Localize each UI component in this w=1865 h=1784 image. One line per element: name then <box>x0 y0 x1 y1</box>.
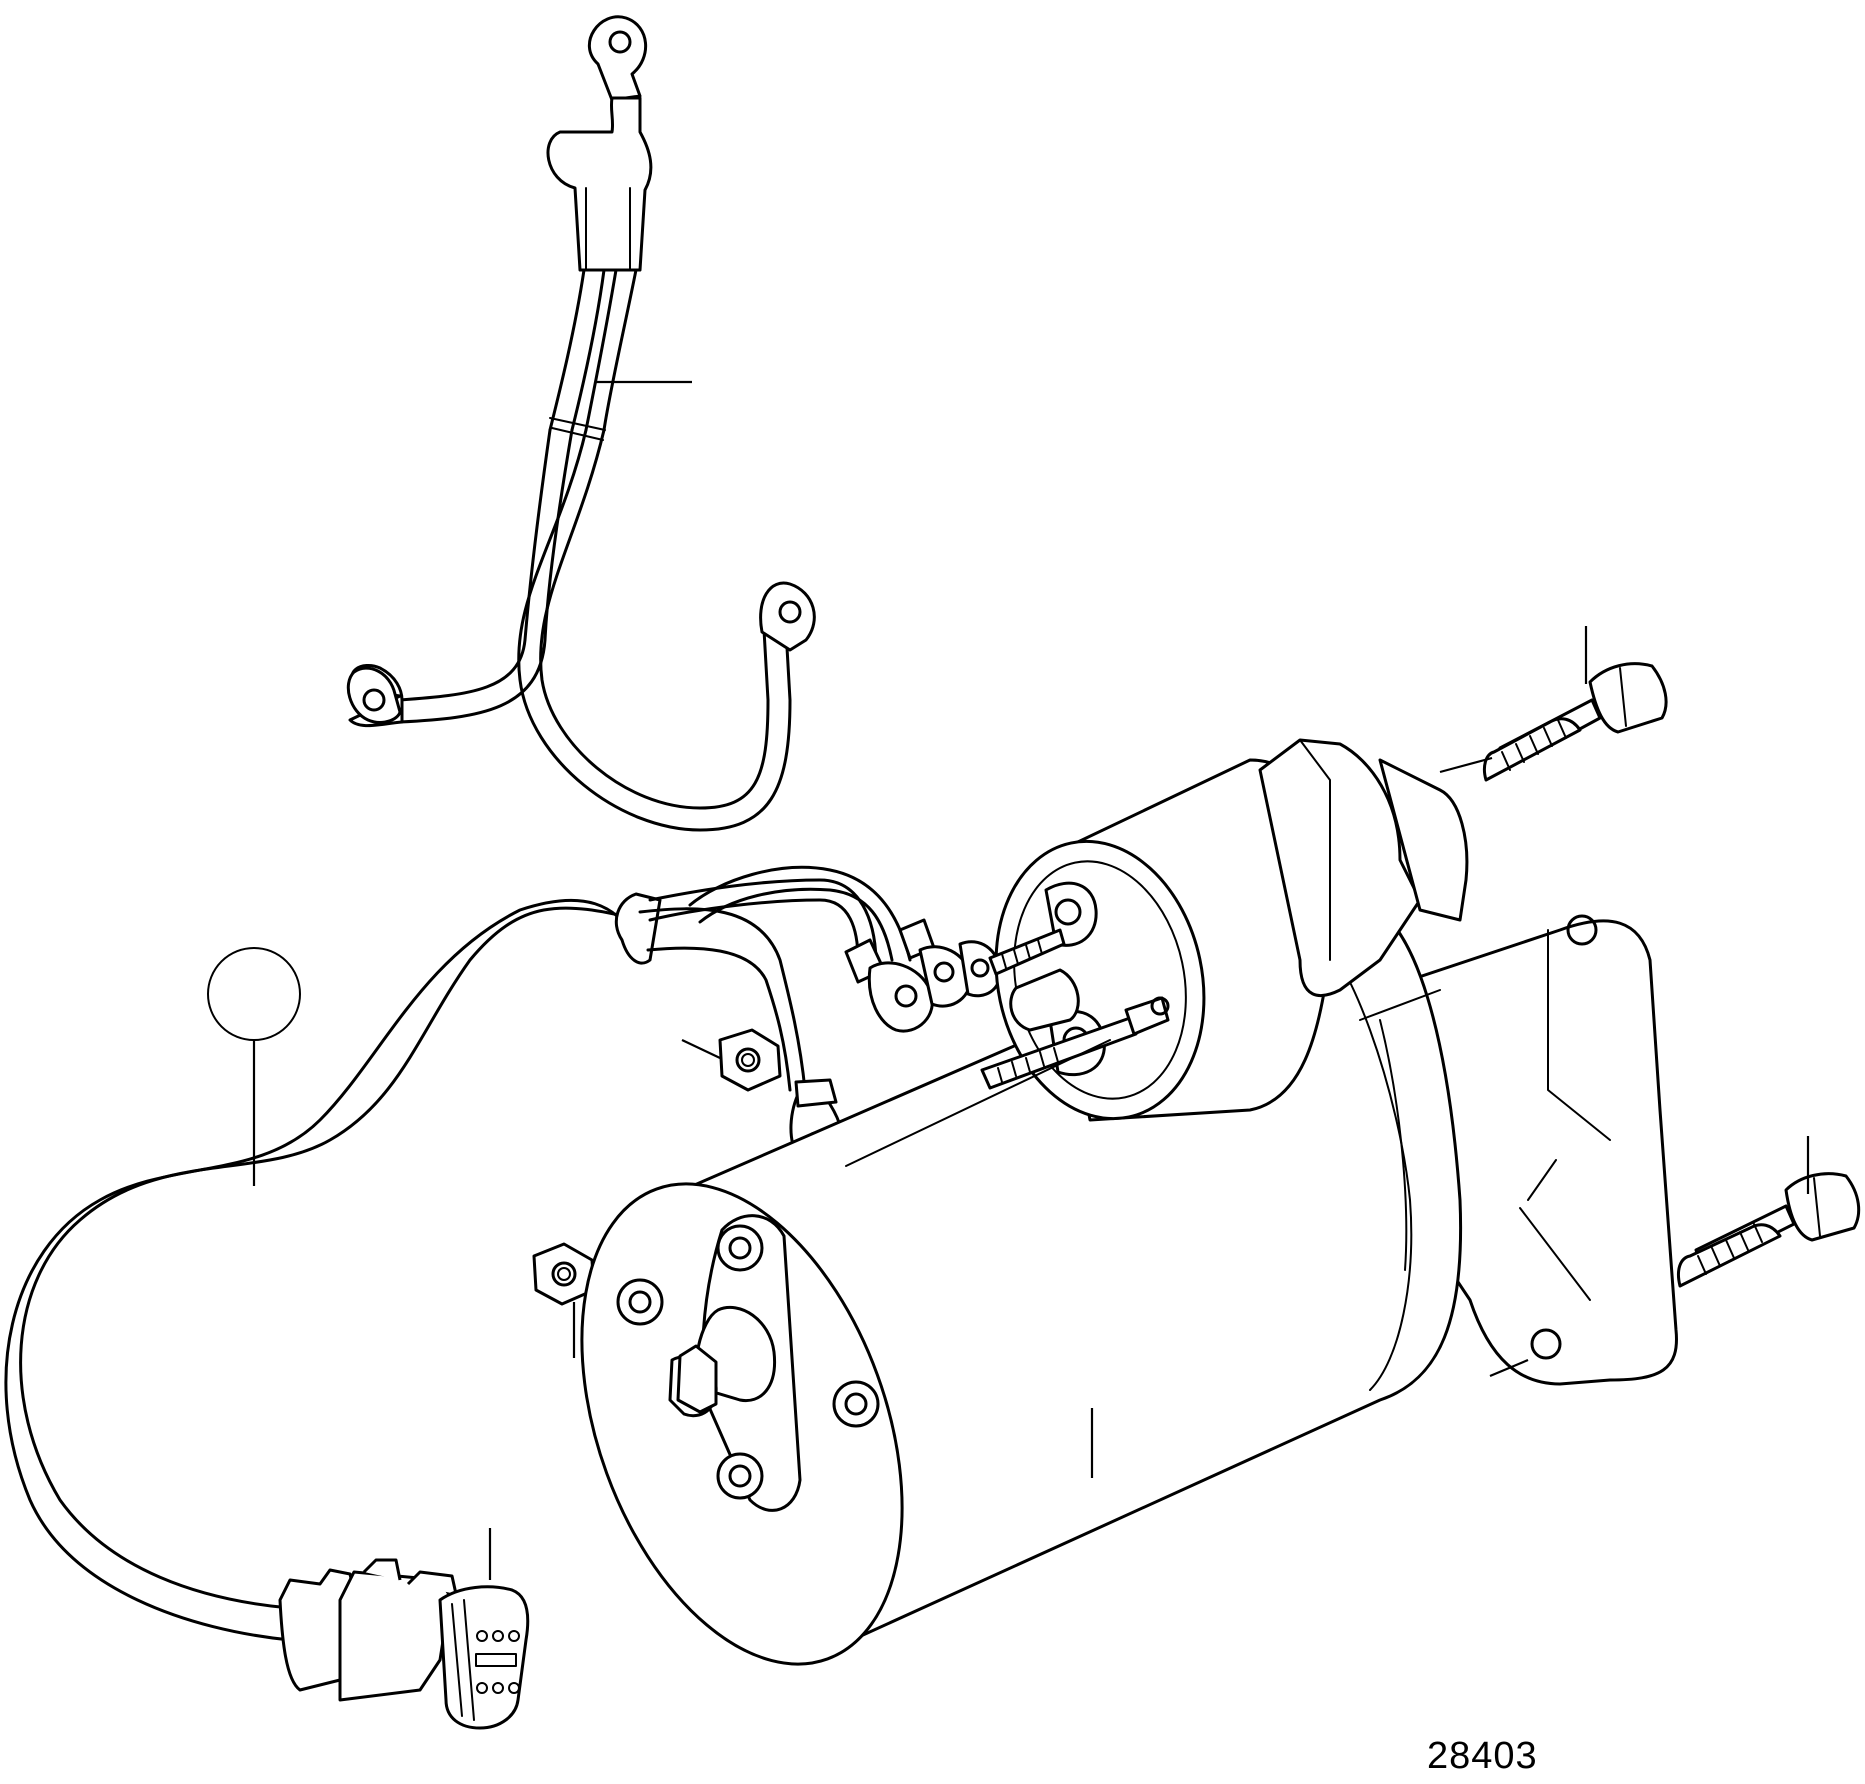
reference-circle <box>207 947 301 1186</box>
figure-number: 28403 <box>1427 1735 1538 1777</box>
battery-cable <box>346 15 816 832</box>
right-ring-terminal <box>759 581 816 652</box>
hex-nut-upper <box>681 1028 782 1092</box>
mounting-bolt-upper <box>1439 626 1668 782</box>
connector <box>278 1528 530 1730</box>
wiring-harness <box>4 865 1002 1642</box>
left-ring-terminal <box>346 663 404 728</box>
top-ring-terminal <box>587 15 647 102</box>
solenoid <box>845 738 1469 1167</box>
mounting-bolt-lower <box>1489 1136 1861 1378</box>
